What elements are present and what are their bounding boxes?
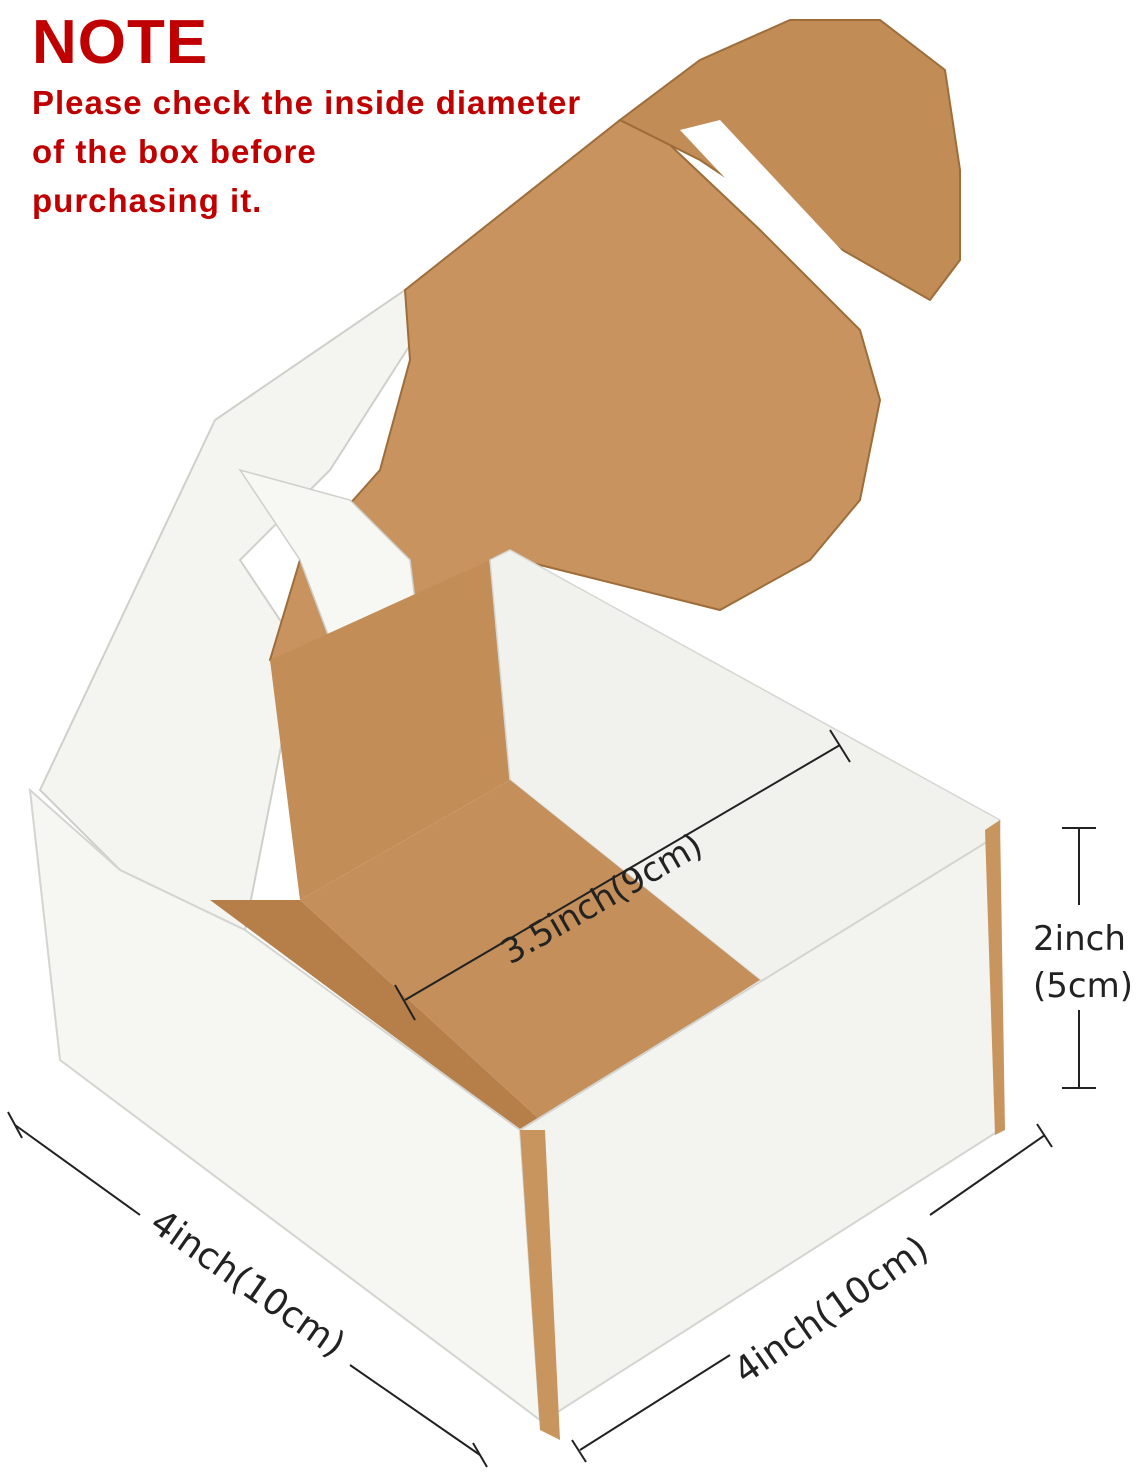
note-line-3: purchasing it. (32, 182, 263, 219)
back-inner-wall (270, 560, 510, 900)
corner-edge (520, 1130, 560, 1440)
tab-slot (680, 120, 860, 290)
inner-floor (300, 780, 760, 1120)
note-title: NOTE (32, 8, 209, 77)
right-edge (985, 820, 1005, 1135)
dim-inner-width (394, 729, 851, 1021)
note-line-1: Please check the inside diameter (32, 84, 582, 121)
dim-height (1062, 827, 1096, 1089)
note-line-2: of the box before (32, 133, 317, 170)
left-inner-wall (210, 900, 540, 1130)
dim-length-right (571, 1123, 1053, 1463)
label-height-1: 2inch (1033, 919, 1126, 959)
dim-length-left (7, 1111, 488, 1468)
label-height-2: (5cm) (1033, 966, 1133, 1006)
note-block: NOTE Please check the inside diameter of… (32, 8, 581, 225)
